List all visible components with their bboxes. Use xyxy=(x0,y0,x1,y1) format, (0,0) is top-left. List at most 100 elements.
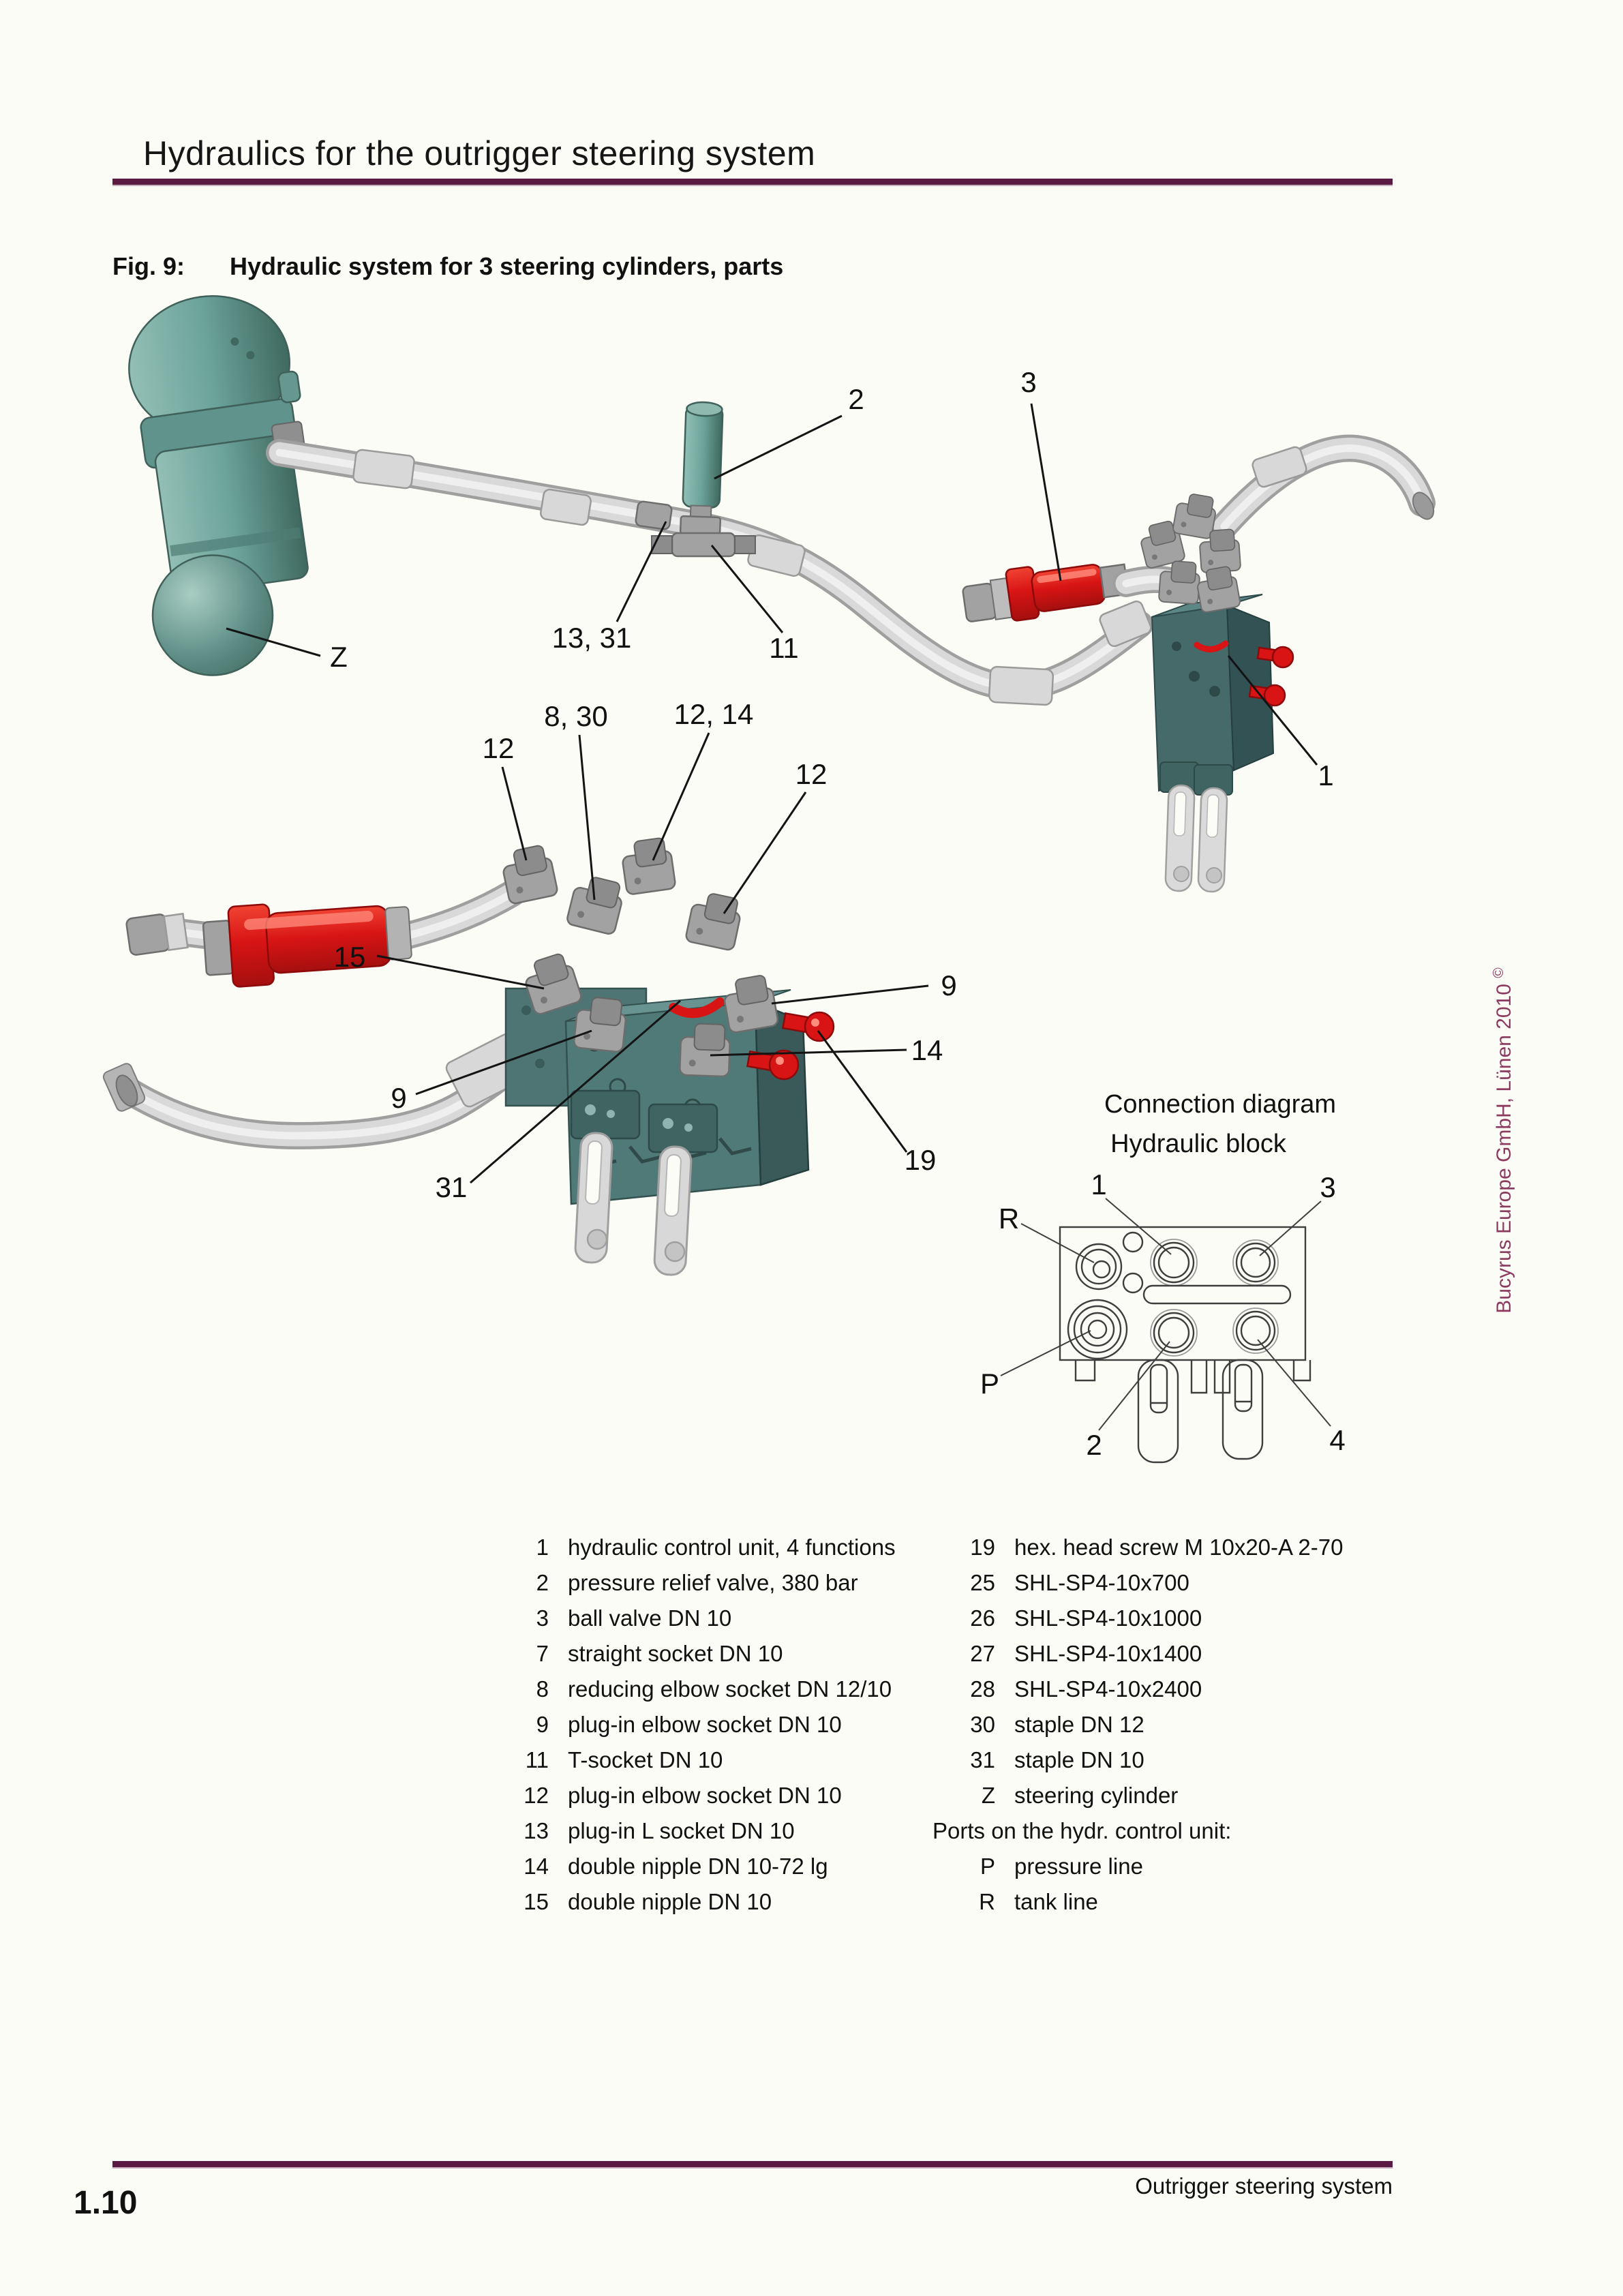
part-number: 12 xyxy=(524,1783,549,1808)
part-desc: SHL-SP4-10x1400 xyxy=(1014,1641,1202,1666)
callout-1: 1 xyxy=(1318,759,1333,791)
part-desc: SHL-SP4-10x1000 xyxy=(1014,1605,1202,1631)
connection-diagram-title: Connection diagram xyxy=(1104,1090,1336,1119)
parts-row: 28 SHL-SP4-10x2400 xyxy=(900,1672,1418,1707)
part-desc: staple DN 12 xyxy=(1014,1712,1144,1737)
hydraulic-block xyxy=(504,987,835,1276)
part-number: 2 xyxy=(536,1570,549,1595)
part-number: 28 xyxy=(970,1676,995,1702)
page-title: Hydraulics for the outrigger steering sy… xyxy=(143,134,816,172)
parts-row: 3 ball valve DN 10 xyxy=(436,1601,907,1636)
callout-14: 14 xyxy=(911,1034,943,1066)
control-unit-block xyxy=(1151,594,1294,893)
part-desc: staple DN 10 xyxy=(1014,1747,1144,1772)
sidebar-credit: Bucyrus Europe GmbH, Lünen 2010 © xyxy=(1491,936,1519,1345)
parts-row: 12 plug-in elbow socket DN 10 xyxy=(436,1778,907,1813)
part-desc: plug-in L socket DN 10 xyxy=(568,1818,795,1843)
figure-caption: Fig. 9: Hydraulic system for 3 steering c… xyxy=(112,252,783,281)
port-label-2: 2 xyxy=(1086,1429,1102,1461)
port-desc: tank line xyxy=(1014,1889,1098,1914)
part-desc: SHL-SP4-10x2400 xyxy=(1014,1676,1202,1702)
parts-row: 8 reducing elbow socket DN 12/10 xyxy=(436,1672,907,1707)
part-number: 14 xyxy=(524,1854,549,1879)
footer-section-title: Outrigger steering system xyxy=(1135,2173,1393,2199)
callout-15: 15 xyxy=(334,941,366,973)
callout-13-31: 13, 31 xyxy=(552,622,632,654)
part-desc: T-socket DN 10 xyxy=(568,1747,723,1772)
part-number: 30 xyxy=(970,1712,995,1737)
callout-lines xyxy=(226,403,1318,1184)
header-rule xyxy=(112,179,1393,186)
parts-row: 14 double nipple DN 10-72 lg xyxy=(436,1849,907,1884)
part-number: 15 xyxy=(524,1889,549,1914)
callout-3: 3 xyxy=(1020,366,1036,398)
part-number: 8 xyxy=(536,1676,549,1702)
port-label-1: 1 xyxy=(1091,1168,1106,1200)
port-label-4: 4 xyxy=(1329,1424,1345,1456)
port-desc: pressure line xyxy=(1014,1854,1143,1879)
port-letter: R xyxy=(979,1889,995,1914)
port-label-r: R xyxy=(999,1203,1019,1235)
callout-19: 19 xyxy=(905,1144,937,1176)
ports-heading: Ports on the hydr. control unit: xyxy=(932,1818,1232,1843)
part-number: 31 xyxy=(970,1747,995,1772)
port-label-3: 3 xyxy=(1320,1171,1335,1203)
part-desc: plug-in elbow socket DN 10 xyxy=(568,1712,842,1737)
connection-diagram-subtitle: Hydraulic block xyxy=(1110,1130,1287,1158)
callout-31: 31 xyxy=(436,1171,468,1203)
connection-diagram: Connection diagram Hydraulic block xyxy=(980,1090,1346,1464)
part-desc: hydraulic control unit, 4 functions xyxy=(568,1535,896,1560)
callout-z: Z xyxy=(330,641,348,673)
part-desc: plug-in elbow socket DN 10 xyxy=(568,1783,842,1808)
port-label-p: P xyxy=(980,1368,999,1400)
t-socket xyxy=(635,500,756,558)
steering-cylinder xyxy=(128,295,309,676)
parts-row: 1 hydraulic control unit, 4 functions xyxy=(436,1530,907,1565)
part-desc: double nipple DN 10-72 lg xyxy=(568,1854,828,1879)
callout-12-right: 12 xyxy=(795,758,828,790)
parts-row: 27 SHL-SP4-10x1400 xyxy=(900,1636,1418,1672)
callout-9-right: 9 xyxy=(941,969,956,1001)
sidebar-credit-text: Bucyrus Europe GmbH, Lünen 2010 xyxy=(1493,984,1515,1314)
part-desc: steering cylinder xyxy=(1014,1783,1179,1808)
part-desc: hex. head screw M 10x20-A 2-70 xyxy=(1014,1535,1344,1560)
part-desc: pressure relief valve, 380 bar xyxy=(568,1570,858,1595)
part-number: 9 xyxy=(536,1712,549,1737)
parts-row: 9 plug-in elbow socket DN 10 xyxy=(436,1707,907,1742)
parts-row: 19 hex. head screw M 10x20-A 2-70 xyxy=(900,1530,1418,1565)
callout-8-30: 8, 30 xyxy=(544,700,607,732)
part-desc: ball valve DN 10 xyxy=(568,1605,732,1631)
figure-label: Fig. 9: xyxy=(112,252,185,280)
part-number: Z xyxy=(981,1783,995,1808)
part-desc: straight socket DN 10 xyxy=(568,1641,783,1666)
callout-11: 11 xyxy=(769,632,799,664)
pressure-relief-valve xyxy=(679,401,724,537)
parts-row: 31 staple DN 10 xyxy=(900,1742,1418,1778)
callout-2: 2 xyxy=(848,383,864,415)
part-number: 11 xyxy=(525,1747,549,1772)
part-number: 3 xyxy=(536,1605,549,1631)
part-desc: SHL-SP4-10x700 xyxy=(1014,1570,1189,1595)
part-number: 27 xyxy=(970,1641,995,1666)
port-letter: P xyxy=(980,1854,995,1879)
footer-page-number: 1.10 xyxy=(74,2185,138,2221)
part-desc: double nipple DN 10 xyxy=(568,1889,772,1914)
parts-row: 30 staple DN 12 xyxy=(900,1707,1418,1742)
return-hose xyxy=(1224,446,1438,526)
part-number: 19 xyxy=(970,1535,995,1560)
part-number: 1 xyxy=(536,1535,549,1560)
parts-row: 2 pressure relief valve, 380 bar xyxy=(436,1565,907,1601)
figure-caption-text: Hydraulic system for 3 steering cylinder… xyxy=(230,252,784,280)
callout-12-left: 12 xyxy=(483,732,515,764)
part-desc: reducing elbow socket DN 12/10 xyxy=(568,1676,892,1702)
